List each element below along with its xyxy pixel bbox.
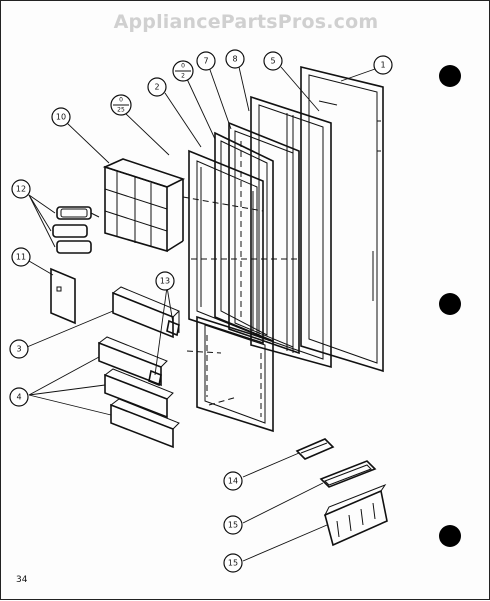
callout-13: 13 <box>155 271 175 291</box>
callout-15-basket: 15 <box>223 553 243 573</box>
callout-2: 2 <box>147 77 167 97</box>
callout-fraction-9: 0 25 <box>110 94 132 116</box>
svg-text:15: 15 <box>228 521 238 530</box>
svg-text:5: 5 <box>270 57 275 66</box>
svg-text:2: 2 <box>181 73 185 80</box>
bin-clips <box>148 319 180 387</box>
binder-hole-middle <box>439 293 461 315</box>
svg-text:2: 2 <box>154 83 159 92</box>
svg-text:11: 11 <box>16 253 26 262</box>
callout-5: 5 <box>263 51 283 71</box>
stacked-bins <box>52 206 100 254</box>
binder-hole-bottom <box>439 525 461 547</box>
svg-text:1: 1 <box>380 61 385 70</box>
small-tray <box>295 438 335 460</box>
svg-text:13: 13 <box>160 277 170 286</box>
callout-1: 1 <box>373 55 393 75</box>
callout-7: 7 <box>196 51 216 71</box>
outer-door-panel <box>300 65 384 373</box>
callout-4: 4 <box>9 387 29 407</box>
callout-11: 11 <box>11 247 31 267</box>
svg-text:12: 12 <box>16 185 26 194</box>
svg-text:15: 15 <box>228 559 238 568</box>
svg-text:10: 10 <box>56 113 66 122</box>
alignment-lines <box>186 258 301 406</box>
svg-text:8: 8 <box>232 55 237 64</box>
svg-text:14: 14 <box>228 477 238 486</box>
svg-text:0: 0 <box>119 97 123 104</box>
page-number: 34 <box>16 575 28 585</box>
callout-8: 8 <box>225 49 245 69</box>
binder-hole-top <box>439 65 461 87</box>
callout-12: 12 <box>11 179 31 199</box>
door-bins <box>97 336 180 449</box>
svg-text:25: 25 <box>117 107 125 114</box>
cover-plate <box>50 267 76 325</box>
inner-trim <box>214 131 274 343</box>
door-inner-liner <box>182 149 264 345</box>
callout-10: 10 <box>51 107 71 127</box>
bin-lid <box>319 460 377 488</box>
shelf-rack <box>102 158 186 253</box>
svg-text:3: 3 <box>16 345 21 354</box>
svg-text:7: 7 <box>203 57 208 66</box>
callout-15-lid: 15 <box>223 515 243 535</box>
storage-basket <box>323 483 388 547</box>
leader-lines <box>26 66 376 562</box>
callout-3: 3 <box>9 339 29 359</box>
watermark: AppliancePartsPros.com <box>113 11 379 33</box>
svg-text:4: 4 <box>16 393 21 402</box>
top-door-bin <box>111 286 180 339</box>
callout-fraction-6: 0 2 <box>172 60 194 82</box>
svg-text:0: 0 <box>181 63 185 70</box>
lower-liner-frame <box>196 315 274 433</box>
callout-14: 14 <box>223 471 243 491</box>
